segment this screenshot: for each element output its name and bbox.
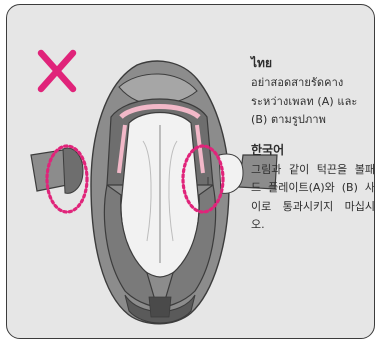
helmet-illustration: [30, 49, 278, 325]
callout-plate-a: [45, 144, 89, 214]
thai-heading: ไทย: [251, 56, 272, 70]
helmet-top-view: [30, 60, 278, 325]
instruction-text-column: ไทย อย่าสอดสายรัดคางระหว่างเพลท (A) และ …: [251, 55, 375, 235]
thai-section: ไทย อย่าสอดสายรัดคางระหว่างเพลท (A) และ …: [251, 55, 374, 130]
instruction-panel: ไทย อย่าสอดสายรัดคางระหว่างเพลท (A) และ …: [6, 4, 375, 339]
thai-instruction: อย่าสอดสายรัดคางระหว่างเพลท (A) และ (B) …: [251, 76, 358, 126]
korean-section: 한국어 그림과 같이 턱끈을 볼패드 플레이트(A)와 (B) 사이로 통과시키…: [251, 142, 375, 235]
callout-plate-b: [181, 144, 225, 214]
korean-instruction: 그림과 같이 턱끈을 볼패드 플레이트(A)와 (B) 사이로 통과시키지 마십…: [251, 162, 375, 232]
cross-mark-icon: [37, 49, 77, 93]
korean-heading: 한국어: [251, 142, 285, 157]
